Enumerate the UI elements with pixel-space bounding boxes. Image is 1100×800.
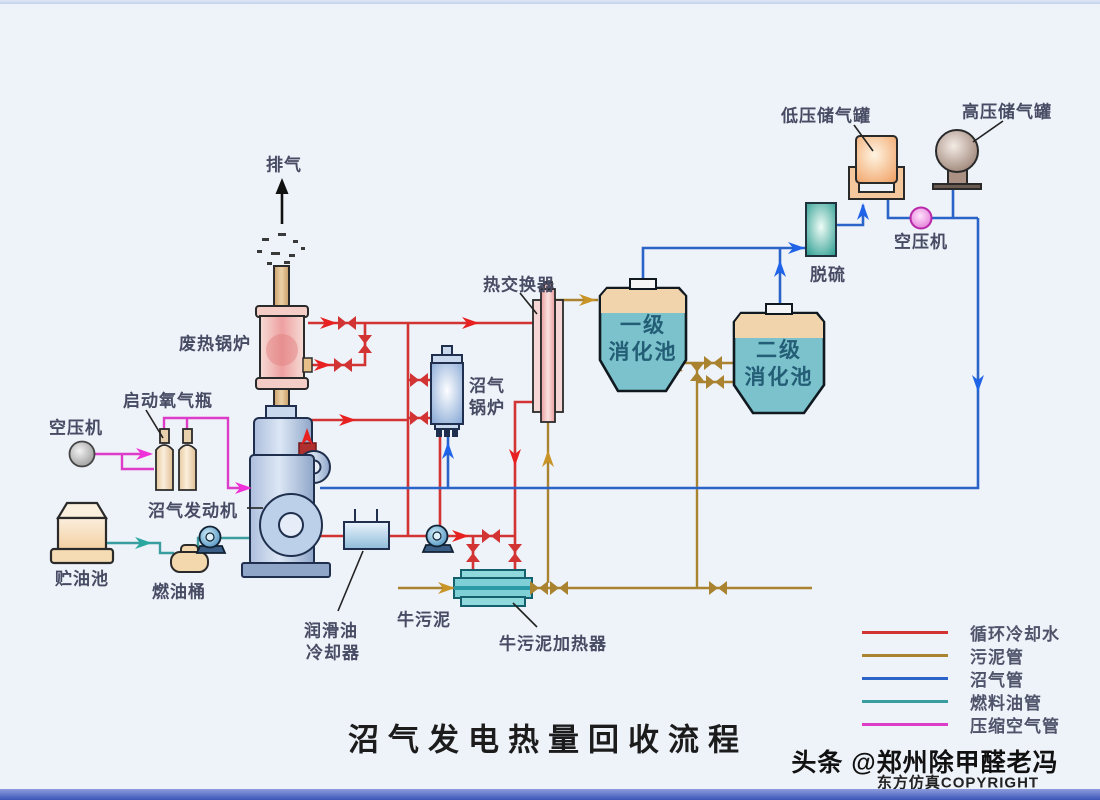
legend-item-compressed-air-pipe: 压缩空气管 <box>862 712 1060 737</box>
legend-label: 压缩空气管 <box>970 717 1060 736</box>
primary-digester-label-1: 一级 <box>620 313 666 337</box>
cow-sludge-heater <box>453 569 533 607</box>
lube-oil-cooler <box>343 509 390 550</box>
lube-oil-cooler-label-1: 润滑油 <box>304 621 358 641</box>
cooling-water-line-swatch <box>862 631 948 634</box>
low-pressure-gas-tank-label: 低压储气罐 <box>781 106 871 126</box>
biogas-engine-label: 沼气发动机 <box>148 501 238 521</box>
sludge-line-swatch <box>862 654 948 657</box>
waste-heat-boiler-label: 废热锅炉 <box>179 334 251 354</box>
waste-heat-boiler <box>255 265 313 419</box>
desulfurization-label: 脱硫 <box>810 265 846 285</box>
smoke-puffs <box>257 233 305 265</box>
air-compressor-left-body <box>68 440 96 468</box>
air-compressor-left-label: 空压机 <box>49 418 103 438</box>
startup-oxygen-bottles-label: 启动氧气瓶 <box>123 391 213 411</box>
legend-label: 燃料油管 <box>970 694 1042 713</box>
high-pressure-gas-tank <box>932 129 982 190</box>
heat-exchanger <box>532 281 564 423</box>
cooling-water-pump <box>421 524 455 553</box>
secondary-digester-label-1: 二级 <box>756 338 802 362</box>
secondary-digester <box>732 303 826 415</box>
biogas-engine <box>241 405 331 578</box>
fuel-oil-line-swatch <box>862 700 948 703</box>
cow-sludge-label: 牛污泥 <box>397 610 451 630</box>
legend-item-sludge-pipe: 污泥管 <box>862 643 1024 668</box>
watermark-copyright: 东方仿真COPYRIGHT <box>876 774 1040 792</box>
frame-top-edge <box>0 0 1100 4</box>
frame-bottom-edge <box>0 789 1100 800</box>
cow-sludge-heater-label: 牛污泥加热器 <box>499 634 607 654</box>
startup-oxygen-bottles <box>155 428 197 491</box>
biogas-line-swatch <box>862 677 948 680</box>
label-pointers <box>145 120 1004 628</box>
legend-label: 污泥管 <box>970 648 1024 667</box>
oil-storage-pool-label: 贮油池 <box>55 569 109 589</box>
fuel-oil-barrel-label: 燃油桶 <box>152 582 206 602</box>
biogas-boiler-label-1: 沼气 <box>469 376 505 396</box>
desulfurization-unit <box>805 202 837 257</box>
primary-digester-label-2: 消化池 <box>608 340 678 364</box>
air-compressor-right-label: 空压机 <box>894 232 948 252</box>
legend-item-biogas-pipe: 沼气管 <box>862 666 1024 691</box>
biogas-pipes <box>320 187 980 490</box>
biogas-boiler <box>430 345 464 437</box>
low-pressure-gas-tank <box>848 135 905 200</box>
primary-digester <box>598 278 688 393</box>
exhaust-arrow <box>275 178 289 224</box>
legend-label: 循环冷却水 <box>970 625 1060 644</box>
secondary-digester-label-2: 消化池 <box>744 365 814 389</box>
high-pressure-gas-tank-label: 高压储气罐 <box>962 102 1052 122</box>
legend-label: 沼气管 <box>970 671 1024 690</box>
compressed-air-line-swatch <box>862 723 948 726</box>
diagram-title: 沼气发电热量回收流程 <box>348 722 748 758</box>
watermark-author: 头条 @郑州除甲醛老冯 <box>791 749 1059 777</box>
legend-item-fuel-oil-pipe: 燃料油管 <box>862 689 1042 714</box>
exhaust-label: 排气 <box>266 155 302 175</box>
oil-storage-pool <box>49 501 115 565</box>
fuel-pump <box>195 525 227 554</box>
legend-item-cooling-water: 循环冷却水 <box>862 620 1060 645</box>
air-compressor-right-body <box>909 206 933 230</box>
heat-exchanger-label: 热交换器 <box>483 275 555 295</box>
lube-oil-cooler-label-2: 冷却器 <box>306 643 360 663</box>
biogas-boiler-label-2: 锅炉 <box>469 398 505 418</box>
